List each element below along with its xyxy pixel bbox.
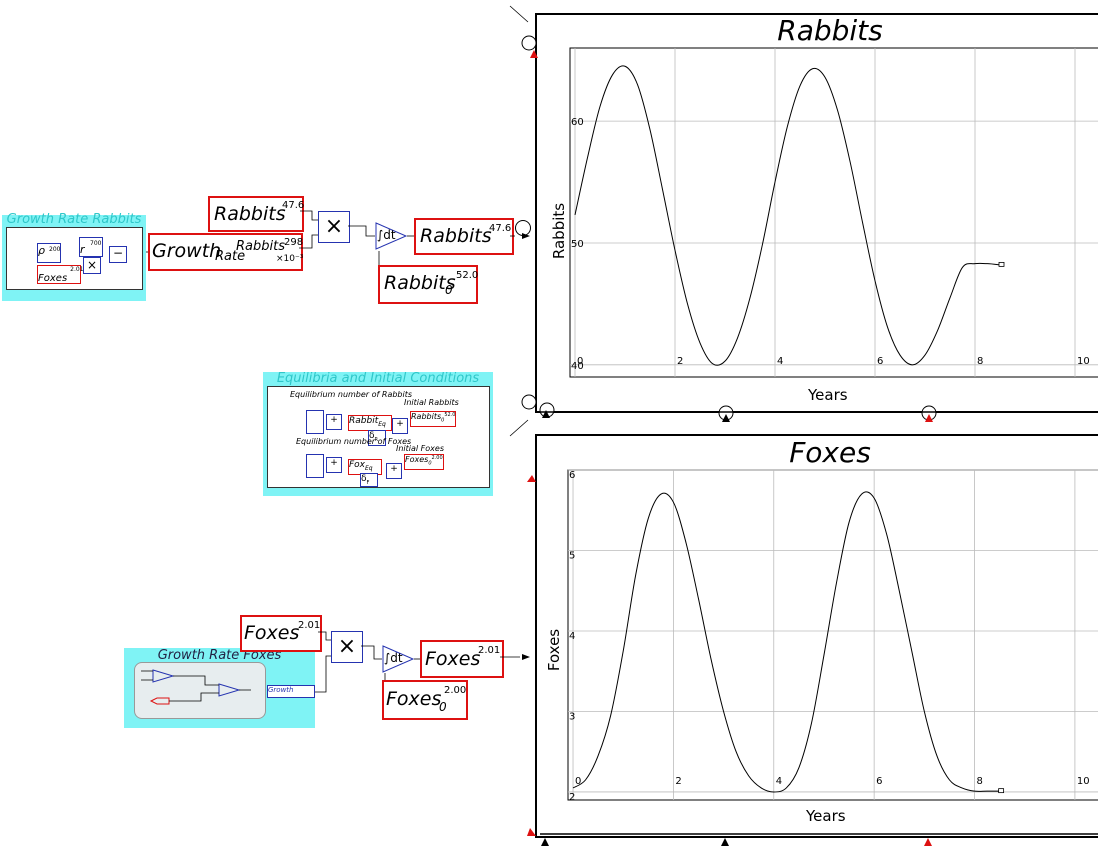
eq-op-3[interactable]: + — [392, 418, 408, 434]
fox-init-title: Initial Foxes — [396, 444, 444, 453]
multiply-op[interactable]: × — [83, 257, 101, 274]
marker-red-2 — [924, 838, 932, 846]
series-end-marker — [998, 788, 1005, 794]
x-tick-label: 0 — [577, 356, 583, 367]
subtract-op[interactable]: − — [109, 246, 127, 263]
arrow-rabbits-port — [522, 233, 530, 239]
group-canvas: Equilibrium number of Rabbits Initial Ra… — [267, 386, 490, 488]
eq-op-6[interactable]: + — [386, 463, 402, 479]
group-growth-rate-foxes[interactable]: Growth Rate Foxes Growth — [124, 648, 315, 728]
port-circle-2 — [521, 394, 537, 410]
series-line — [574, 65, 1001, 366]
rabbits0-var[interactable]: Rabbits 0 52.0 — [378, 265, 478, 304]
delta-f-op[interactable]: δF — [360, 473, 378, 487]
group-equilibria[interactable]: Equilibria and Initial Conditions Equili… — [263, 371, 493, 496]
wire-growth-to-mult-foxes — [315, 655, 331, 693]
integrator-rabbits[interactable]: ∫dt — [375, 222, 408, 250]
rab-eq-title: Equilibrium number of Rabbits — [290, 390, 413, 399]
x-tick-label: 2 — [675, 776, 681, 787]
rab-init-title: Initial Rabbits — [404, 398, 459, 407]
x-tick-label: 10 — [1077, 356, 1090, 367]
wire-growth-to-mult — [299, 234, 318, 249]
eq-op-5[interactable]: + — [326, 457, 342, 473]
rabbit-eq-box[interactable]: RabbitEq — [348, 415, 392, 431]
integrator-foxes[interactable]: ∫dt — [382, 645, 415, 673]
integrator-shape — [375, 222, 408, 250]
multiply-operator-foxes[interactable]: × — [331, 631, 363, 663]
marker-black-1 — [722, 414, 730, 422]
marker-black-left-1 — [542, 410, 550, 418]
x-tick-label: 10 — [1077, 776, 1090, 787]
wire-mult-to-integ-foxes — [361, 645, 382, 660]
rabbits0-small[interactable]: Rabbits052.0 — [410, 411, 456, 427]
marker-red-left-2 — [527, 475, 536, 482]
multiply-operator-rabbits[interactable]: × — [318, 211, 350, 243]
eq-op-2[interactable]: + — [326, 414, 342, 430]
arrow-foxes-port — [522, 654, 530, 660]
port-circle-1 — [521, 35, 537, 51]
series-line — [572, 491, 1000, 793]
resize-handles — [509, 5, 529, 437]
fox-eq-title: Equilibrium number of Foxes — [296, 437, 412, 446]
plot-title-rabbits: Rabbits — [777, 14, 883, 47]
marker-black-left-2 — [541, 838, 549, 846]
x-tick-label: 4 — [776, 776, 782, 787]
marker-red-1 — [925, 414, 933, 422]
foxes-inner-var[interactable]: Foxes2.01 — [37, 265, 84, 284]
plot-title-foxes: Foxes — [789, 436, 871, 469]
foxes-var-output[interactable]: Foxes 2.01 — [420, 640, 504, 678]
group-canvas — [134, 662, 266, 719]
x-tick-label: 8 — [977, 776, 983, 787]
delta-r-op[interactable]: δR — [368, 430, 386, 446]
group-title: Growth Rate Rabbits — [6, 212, 142, 227]
wire-foxes-to-mult — [318, 631, 331, 641]
growth-rate-rabbits-var[interactable]: Growth Rate Rabbits 298 ×10⁻³ — [148, 233, 303, 271]
wire-mult-to-integ — [348, 225, 375, 237]
x-tick-label: 6 — [877, 356, 883, 367]
marker-black-2 — [721, 838, 729, 846]
rabbits-var-output[interactable]: Rabbits 47.6 — [414, 218, 514, 255]
growth-small-var[interactable]: Growth — [267, 685, 315, 698]
foxes0-var[interactable]: Foxes 0 2.00 — [382, 680, 468, 720]
plot-area — [569, 47, 1098, 378]
marker-red-left-3 — [527, 828, 536, 836]
x-tick-label: 4 — [777, 356, 783, 367]
group-thumbnail — [141, 669, 251, 705]
eq-op-4[interactable] — [306, 454, 324, 478]
y-tick-label: 40 — [571, 361, 584, 372]
foxes-var-top[interactable]: Foxes 2.01 — [240, 615, 322, 652]
x-tick-label: 2 — [677, 356, 683, 367]
group-title: Equilibria and Initial Conditions — [276, 371, 480, 386]
rabbits-var-top[interactable]: Rabbits 47.6 — [208, 196, 304, 232]
y-tick-label: 5 — [569, 550, 575, 561]
x-tick-label: 8 — [977, 356, 983, 367]
foxes0-small[interactable]: Foxes02.00 — [404, 454, 444, 470]
y-tick-label: 3 — [569, 711, 575, 722]
plot-area — [567, 469, 1098, 801]
integrator-shape — [382, 645, 415, 673]
marker-red-left-1 — [530, 50, 538, 58]
y-tick-label: 50 — [571, 239, 584, 250]
xlabel-rabbits: Years — [808, 386, 848, 404]
wire-rabbits-to-mult — [300, 210, 318, 221]
y-tick-label: 60 — [571, 117, 584, 128]
y-tick-label: 2 — [569, 792, 575, 803]
y-tick-label: 6 — [569, 470, 575, 481]
x-tick-label: 6 — [876, 776, 882, 787]
eq-op-1[interactable] — [306, 410, 324, 434]
series-end-marker — [998, 261, 1005, 267]
xlabel-foxes: Years — [806, 807, 846, 825]
y-tick-label: 4 — [569, 631, 575, 642]
x-tick-label: 0 — [575, 776, 581, 787]
